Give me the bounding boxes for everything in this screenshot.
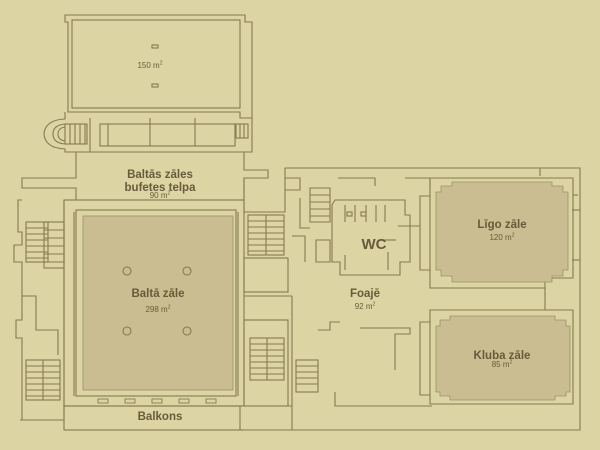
column-marker	[122, 326, 132, 336]
area-unit-superscript: 2	[167, 190, 171, 197]
white-hall-room[interactable]	[63, 199, 245, 407]
area-unit-superscript: 2	[167, 304, 171, 311]
club-hall-area-label: 85 m2	[462, 359, 542, 369]
right-wing-walls	[240, 167, 581, 431]
top-hall-room[interactable]	[64, 14, 253, 119]
top-hall-area: 150 m	[137, 61, 160, 70]
club-hall-area: 85 m	[491, 360, 510, 369]
area-unit-superscript: 2	[509, 359, 513, 366]
radiator	[178, 398, 190, 404]
foyer-area: 92 m	[354, 302, 373, 311]
middle-stairs	[243, 178, 292, 407]
wc-name: WC	[361, 236, 387, 253]
white-hall-name: Baltā zāle	[131, 288, 185, 300]
area-unit-superscript: 2	[159, 60, 163, 67]
foyer-area-label: 92 m2	[330, 301, 400, 311]
top-hall-area-label: 150 m2	[110, 60, 190, 70]
area-unit-superscript: 2	[511, 232, 515, 239]
left-wing-walls	[13, 199, 65, 421]
ligo-hall-area: 120 m	[489, 233, 512, 242]
buffet-name-label: Baltās zāles bufetes telpa	[100, 169, 220, 195]
club-hall-walls	[419, 288, 574, 405]
column-marker	[122, 266, 132, 276]
buffet-area-label: 90 m2	[120, 190, 200, 200]
ligo-hall-area-label: 120 m2	[462, 232, 542, 242]
club-hall-name: Kluba zāle	[473, 350, 531, 362]
white-hall-floor	[82, 215, 234, 391]
radiator	[97, 398, 109, 404]
white-hall-area: 298 m	[145, 305, 168, 314]
column-marker	[182, 326, 192, 336]
ligo-hall-name: Līgo zāle	[477, 219, 527, 231]
ligo-hall-floor	[435, 181, 569, 283]
radiator	[151, 398, 163, 404]
buffet-name-line1: Baltās zāles	[127, 169, 193, 181]
radiator	[205, 398, 217, 404]
buffet-area: 90 m	[149, 191, 168, 200]
round-stair-corridor	[43, 112, 253, 153]
area-unit-superscript: 2	[372, 301, 376, 308]
balcony-name: Balkons	[137, 411, 183, 423]
radiator	[124, 398, 136, 404]
foyer-name: Foajē	[349, 288, 381, 300]
club-hall-floor	[435, 315, 571, 401]
buffet-name-line2: bufetes telpa	[124, 182, 196, 195]
wc-block[interactable]	[331, 199, 411, 276]
column-marker	[182, 266, 192, 276]
white-hall-area-label: 298 m2	[118, 304, 198, 314]
balcony[interactable]	[20, 405, 241, 431]
